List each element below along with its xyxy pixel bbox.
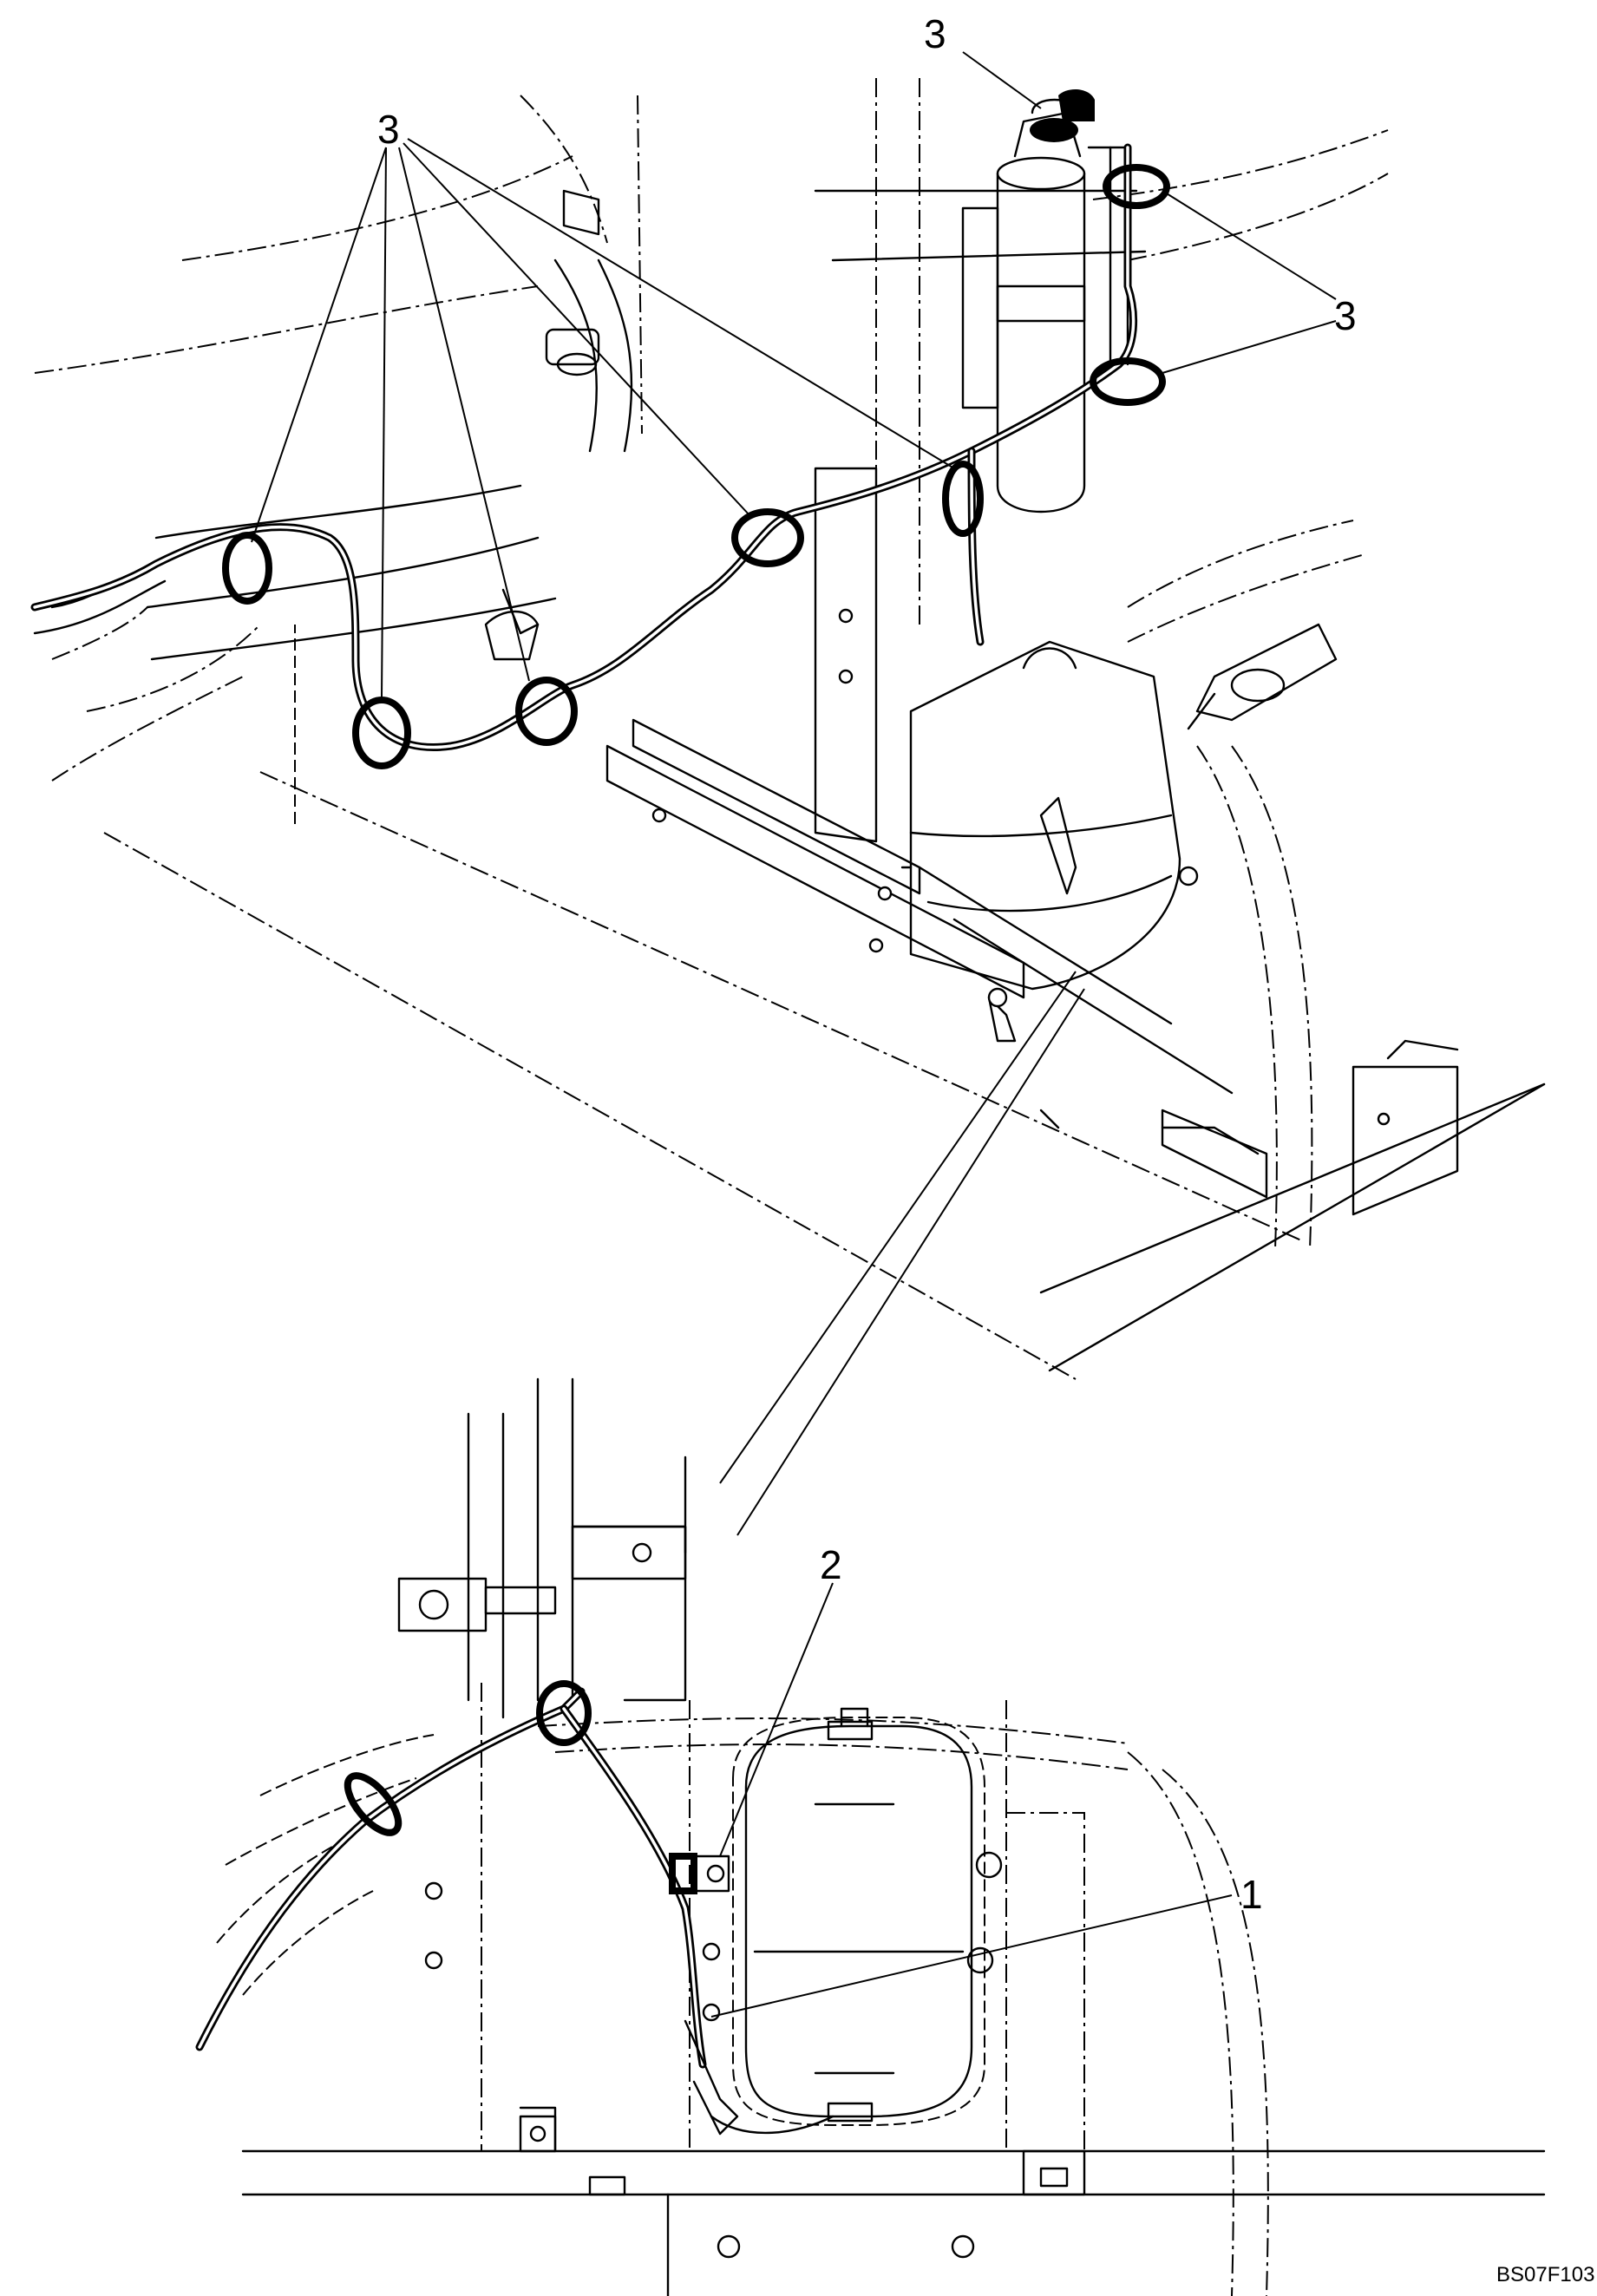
- lower-tank: [732, 1707, 985, 2126]
- view-link-leaders: [719, 971, 1085, 1536]
- lower-view: [195, 1377, 1546, 2296]
- lower-frame: [216, 1377, 1546, 2296]
- callout-3-left: 3: [377, 107, 400, 152]
- leaders-item-3: [251, 51, 1337, 699]
- figure-id: BS07F103: [1496, 2263, 1594, 2286]
- reservoir-tank: [877, 640, 1199, 991]
- leaders-items-1-2: [710, 1582, 1233, 2018]
- hoses-left: [33, 189, 633, 661]
- callout-2: 2: [820, 1542, 842, 1587]
- clamp-3e: [942, 461, 984, 537]
- cable-clamps-upper: [222, 164, 1170, 769]
- upper-harness: [30, 143, 1138, 751]
- lower-harness: [195, 1687, 834, 2136]
- clamp-3d: [731, 508, 804, 567]
- callout-labels: 3 3 3 2 1 BS07F103: [377, 11, 1594, 2286]
- upper-frame-dashed: [34, 78, 1389, 1380]
- clamp-3f: [1090, 357, 1166, 406]
- callout-3-right: 3: [1334, 293, 1357, 338]
- upper-frame-solid: [605, 467, 1546, 1372]
- cable-clamps-lower: [344, 1680, 730, 1894]
- clamp-3b: [352, 697, 411, 769]
- callout-3-top: 3: [924, 11, 946, 56]
- upper-view: [30, 51, 1546, 1536]
- clamp-3a: [222, 532, 272, 605]
- callout-1: 1: [1240, 1872, 1263, 1917]
- clamp-lower-a: [536, 1680, 592, 1746]
- clamp-3g: [1103, 164, 1170, 209]
- clamp-3c: [515, 677, 578, 746]
- clamp-lower-b: [344, 1772, 403, 1836]
